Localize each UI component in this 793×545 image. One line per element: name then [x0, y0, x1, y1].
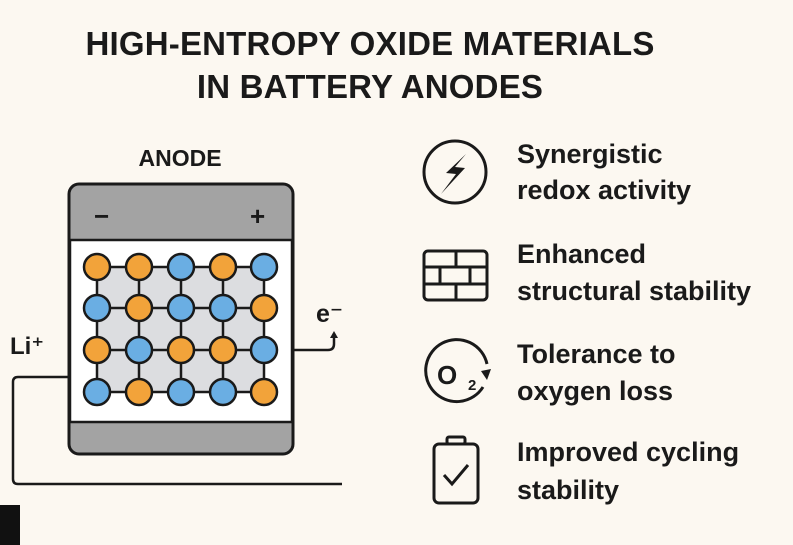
feature-2-line-1: Enhanced: [517, 239, 647, 269]
atom-orange: [249, 293, 279, 323]
atom-blue: [166, 252, 196, 282]
window-corner: [0, 505, 20, 545]
title-line-1: HIGH-ENTROPY OXIDE MATERIALS: [85, 25, 655, 62]
minus-terminal: −: [94, 201, 109, 231]
atom-orange: [208, 252, 238, 282]
feature-4-line-1: Improved cycling: [517, 437, 740, 467]
atom-blue: [208, 293, 238, 323]
atom-orange: [249, 377, 279, 407]
atom-orange: [124, 293, 154, 323]
atom-orange: [124, 377, 154, 407]
atom-blue: [82, 293, 112, 323]
atom-blue: [166, 293, 196, 323]
atom-blue: [82, 377, 112, 407]
svg-text:2: 2: [468, 377, 476, 394]
atom-orange: [124, 252, 154, 282]
electron-flow-arrow: [294, 336, 336, 352]
atom-orange: [166, 335, 196, 365]
external-circuit-wire: [11, 375, 342, 486]
arrowhead-icon: [330, 331, 338, 338]
feature-2-line-2: structural stability: [517, 276, 752, 306]
atom-blue: [249, 335, 279, 365]
lightning-icon: [422, 139, 488, 205]
atom-orange: [82, 335, 112, 365]
oxygen-cycle-icon: O 2: [424, 338, 491, 404]
atom-blue: [166, 377, 196, 407]
lithium-ion-label: Li⁺: [10, 333, 44, 360]
brick-wall-icon: [422, 249, 489, 302]
atom-blue: [208, 377, 238, 407]
atom-blue: [249, 252, 279, 282]
feature-1-line-1: Synergistic: [517, 139, 663, 169]
atom-orange: [82, 252, 112, 282]
svg-text:O: O: [437, 360, 457, 390]
anode-diagram: ANODE − + Li⁺ e⁻ O 2: [10, 139, 491, 505]
atom-blue: [124, 335, 154, 365]
plus-terminal: +: [250, 201, 265, 231]
feature-4-line-2: stability: [517, 475, 620, 505]
battery-check-icon: [432, 435, 480, 505]
atom-orange: [208, 335, 238, 365]
feature-1-line-2: redox activity: [517, 175, 692, 205]
electron-label: e⁻: [316, 300, 343, 328]
atom-lattice: [82, 252, 279, 407]
feature-3-line-1: Tolerance to: [517, 339, 676, 369]
title-line-2: IN BATTERY ANODES: [196, 68, 544, 105]
anode-label: ANODE: [138, 145, 221, 171]
feature-3-line-2: oxygen loss: [517, 376, 674, 406]
